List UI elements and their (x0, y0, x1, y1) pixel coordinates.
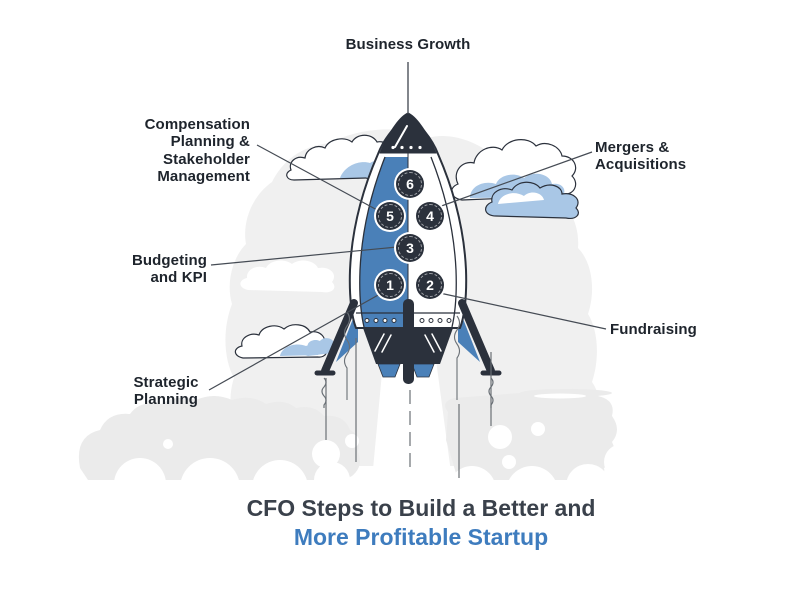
line-mergers (432, 151, 593, 210)
label-strategic: Strategic Planning (133, 374, 199, 409)
step-badge-4: 4 (416, 202, 444, 230)
step-badge-3: 3 (396, 234, 424, 262)
engine-block (363, 299, 453, 384)
step-badge-5: 5 (376, 202, 404, 230)
label-mergers: Mergers & Acquisitions (595, 139, 687, 174)
cloud-small-blue (302, 338, 338, 356)
line-strategic (208, 293, 381, 391)
step-badge-2: 2 (416, 271, 444, 299)
line-compensation (256, 144, 380, 212)
label-compensation: Compensation Planning & Stakeholder Mana… (144, 116, 250, 185)
label-fundraising: Fundraising (610, 321, 697, 338)
label-business-growth: Business Growth (345, 36, 471, 53)
connector-lines (208, 62, 607, 391)
title-line2: More Profitable Startup (293, 524, 549, 550)
rivets (364, 318, 452, 323)
smoke-left (78, 396, 360, 518)
infographic-title: CFO Steps to Build a Better and More Pro… (0, 494, 800, 552)
label-budgeting: Budgeting and KPI (131, 252, 207, 287)
step-badge-6: 6 (396, 170, 424, 198)
smoke-right (445, 388, 640, 518)
title-line1: CFO Steps to Build a Better and (246, 495, 596, 521)
white-cloud (240, 260, 335, 293)
step-badge-1: 1 (376, 271, 404, 299)
nose-cone (379, 112, 437, 154)
line-fundraising (434, 291, 607, 330)
line-budgeting (210, 246, 398, 266)
exhaust-lines (325, 338, 492, 478)
cloud-right-low (485, 181, 579, 219)
